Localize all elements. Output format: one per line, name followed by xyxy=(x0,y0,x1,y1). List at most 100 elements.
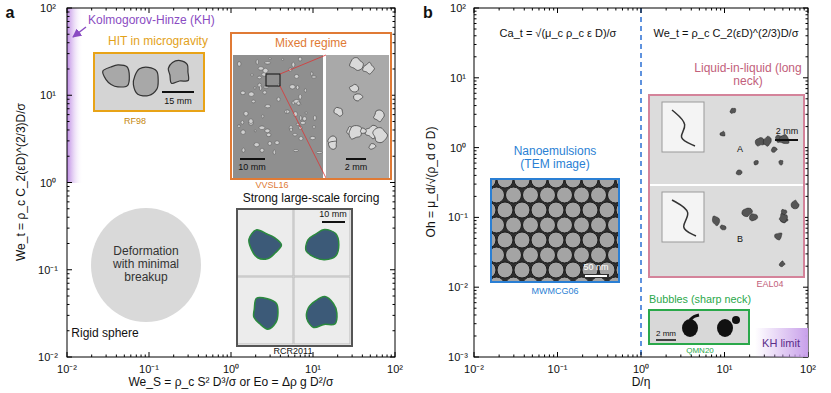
tick-mark xyxy=(806,184,809,185)
tick-mark xyxy=(615,355,616,358)
drop-shape xyxy=(292,62,295,67)
tick-mark xyxy=(67,182,72,183)
zoom-box xyxy=(266,74,280,86)
tick-mark xyxy=(67,330,70,331)
scale-label: 2 mm xyxy=(776,127,799,137)
droplet xyxy=(540,247,556,263)
tick-mark xyxy=(173,355,174,358)
droplet xyxy=(540,187,556,203)
tick-mark xyxy=(628,355,629,358)
tick-mark xyxy=(637,355,638,358)
tick-mark xyxy=(806,308,809,309)
droplet xyxy=(523,187,539,203)
tick-label: 10⁻² xyxy=(464,363,484,375)
droplet xyxy=(514,232,530,248)
drop-shape xyxy=(256,60,258,65)
tick-mark xyxy=(716,355,717,358)
drop-shape xyxy=(775,233,782,240)
tick-mark xyxy=(582,8,583,11)
tick-mark xyxy=(691,8,692,11)
tick-mark xyxy=(387,8,388,11)
tick-mark xyxy=(376,8,377,11)
tick-mark xyxy=(67,27,70,28)
tick-mark xyxy=(607,355,608,358)
droplet xyxy=(582,202,598,218)
tick-mark xyxy=(806,80,809,81)
limit-label: Kolmogorov-Hinze (KH) xyxy=(88,14,215,27)
droplet xyxy=(582,232,598,248)
tick-mark xyxy=(806,238,809,239)
tick-mark xyxy=(337,8,338,11)
tick-mark xyxy=(615,8,616,11)
image-ground xyxy=(662,192,704,242)
drop-shape xyxy=(249,230,282,259)
tick-mark xyxy=(557,8,558,13)
tick-mark xyxy=(806,23,809,24)
tick-mark xyxy=(67,11,70,12)
tick-mark xyxy=(806,224,809,225)
tick-mark xyxy=(393,27,396,28)
tick-mark xyxy=(749,355,750,358)
tick-label: 10² xyxy=(450,2,466,14)
tick-mark xyxy=(549,355,550,358)
drop-shape xyxy=(268,141,272,145)
tick-mark xyxy=(474,88,477,89)
kh-band xyxy=(67,8,83,183)
drop-shape xyxy=(249,119,253,124)
tick-mark xyxy=(393,42,396,43)
tick-mark xyxy=(711,355,712,358)
tick-mark xyxy=(393,108,396,109)
tick-mark xyxy=(393,217,396,218)
drop-shape xyxy=(313,115,316,120)
drop-shape xyxy=(720,131,725,136)
tick-mark xyxy=(474,23,477,24)
tick-label: 10⁰ xyxy=(450,142,466,154)
tick-mark xyxy=(67,208,70,209)
tick-mark xyxy=(641,352,642,357)
tick-mark xyxy=(808,8,809,13)
tick-mark xyxy=(806,84,809,85)
tick-mark xyxy=(67,129,70,130)
tick-mark xyxy=(270,8,271,11)
tick-mark xyxy=(393,114,396,115)
tick-mark xyxy=(806,290,809,291)
reference-label: EAL04 xyxy=(756,280,783,290)
tick-mark xyxy=(474,126,477,127)
axis-frame xyxy=(474,8,808,357)
drop-shape xyxy=(293,150,298,152)
drop-shape xyxy=(299,94,302,99)
tick-mark xyxy=(393,296,396,297)
drop-shape xyxy=(103,65,130,87)
tick-mark xyxy=(362,355,363,358)
tick-mark xyxy=(395,352,396,357)
tick-mark xyxy=(474,98,477,99)
bubble-neck xyxy=(690,315,699,320)
droplet xyxy=(523,247,539,263)
tick-mark xyxy=(628,8,629,11)
drop-shape xyxy=(304,89,306,92)
axis-title: Oh = μ_d/√(ρ_d σ D) xyxy=(425,127,438,238)
tick-mark xyxy=(390,182,395,183)
neck-drop xyxy=(672,200,696,236)
reference-label: RCR2011 xyxy=(274,347,313,357)
tick-mark xyxy=(474,217,479,218)
tick-mark xyxy=(67,156,70,157)
tick-mark xyxy=(607,8,608,11)
tick-mark xyxy=(352,355,353,358)
tick-mark xyxy=(393,315,396,316)
bubble xyxy=(682,319,698,337)
tick-mark xyxy=(474,302,477,303)
tick-mark xyxy=(149,8,150,13)
tick-mark xyxy=(474,290,477,291)
tick-mark xyxy=(474,298,477,299)
tick-mark xyxy=(711,8,712,11)
tick-mark xyxy=(632,355,633,358)
droplet xyxy=(565,262,581,278)
tick-mark xyxy=(223,355,224,358)
tick-mark xyxy=(106,355,107,358)
tick-mark xyxy=(231,352,232,357)
tick-mark xyxy=(499,8,500,11)
tick-mark xyxy=(699,8,700,11)
tick-mark xyxy=(116,8,117,11)
scale-bar xyxy=(585,275,607,277)
